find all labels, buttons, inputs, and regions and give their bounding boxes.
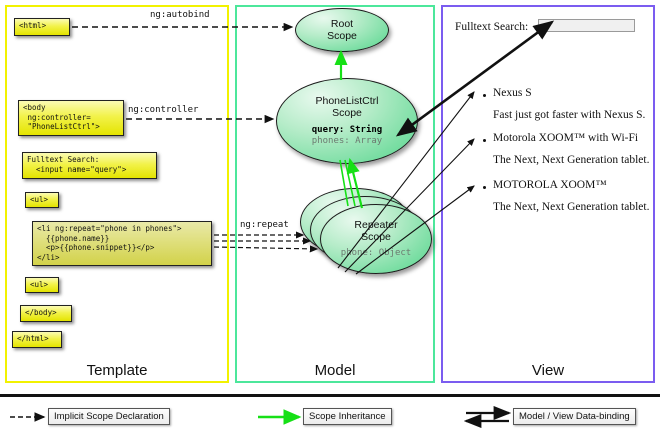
view-item-snippet-1: The Next, Next Generation tablet. <box>493 154 650 166</box>
legend-separator <box>0 394 660 397</box>
code-box-body-close: </body> <box>20 305 72 322</box>
code-box-ul-open: <ul> <box>25 192 59 208</box>
phonelistctrl-scope-prop-query: query: String <box>311 125 383 135</box>
phonelistctrl-scope-title-1: PhoneListCtrl <box>315 95 379 107</box>
repeater-scope-title-2: Scope <box>361 231 391 243</box>
code-box-html-close: </html> <box>12 331 62 348</box>
panel-label-view: View <box>531 362 565 379</box>
panel-label-model: Model <box>314 362 356 379</box>
phonelistctrl-scope-prop-phones: phones: Array <box>311 136 383 146</box>
view-search-label: Fulltext Search: <box>455 21 529 33</box>
code-box-li-repeat: <li ng:repeat="phone in phones"> {{phone… <box>32 221 212 266</box>
root-scope: Root Scope <box>295 8 389 52</box>
root-scope-title-1: Root <box>330 18 354 30</box>
view-item-name-1: Motorola XOOM™ with Wi-Fi <box>493 132 639 144</box>
view-search-input[interactable] <box>538 19 635 32</box>
code-box-fulltext-search: Fulltext Search: <input name="query"> <box>22 152 157 179</box>
view-bullet-0 <box>483 94 486 97</box>
view-bullet-2 <box>483 186 486 189</box>
repeater-scope: Repeater Scope phone: Object <box>320 204 432 274</box>
view-bullet-1 <box>483 139 486 142</box>
phonelistctrl-scope-title-2: Scope <box>332 107 362 119</box>
code-box-ul-close: <ul> <box>25 277 59 293</box>
legend-label-scope-inheritance: Scope Inheritance <box>303 408 392 425</box>
panel-label-template: Template <box>86 362 148 379</box>
connector-label-controller: ng:controller <box>128 105 199 115</box>
view-item-snippet-2: The Next, Next Generation tablet. <box>493 201 650 213</box>
view-content: Fulltext Search: Nexus S Fast just got f… <box>441 5 655 383</box>
connector-label-autobind: ng:autobind <box>150 10 210 20</box>
view-item-snippet-0: Fast just got faster with Nexus S. <box>493 109 646 121</box>
repeater-scope-title-1: Repeater <box>354 219 398 231</box>
phonelistctrl-scope: PhoneListCtrl Scope query: String phones… <box>276 78 418 164</box>
repeater-scope-prop-phone: phone: Object <box>340 248 412 258</box>
view-item-name-0: Nexus S <box>493 87 532 99</box>
legend-label-model-view-data-binding: Model / View Data-binding <box>513 408 636 425</box>
legend-label-implicit-scope-declaration: Implicit Scope Declaration <box>48 408 170 425</box>
root-scope-title-2: Scope <box>327 30 357 42</box>
code-box-html-open: <html> <box>14 18 70 36</box>
view-item-name-2: MOTOROLA XOOM™ <box>493 179 607 191</box>
code-box-body-controller: <body ng:controller= "PhoneListCtrl"> <box>18 100 124 136</box>
connector-label-repeat: ng:repeat <box>240 220 289 230</box>
